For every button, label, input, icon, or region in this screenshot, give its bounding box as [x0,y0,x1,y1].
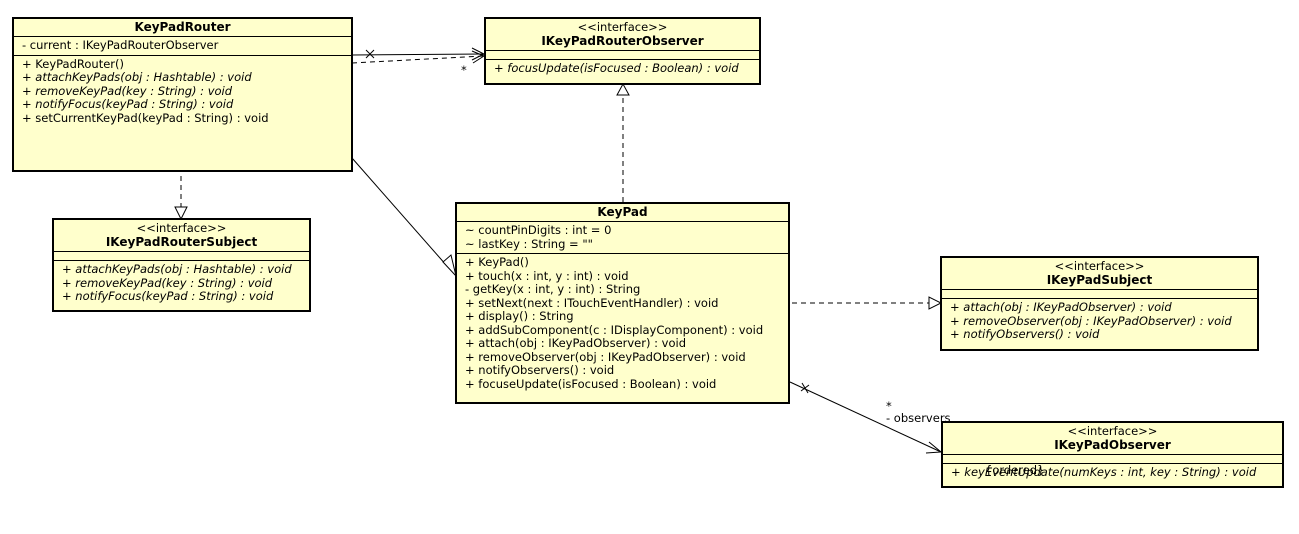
operation-row: + display() : String [465,309,574,323]
class-name: IKeyPadRouterSubject [105,235,258,249]
class-keypadrouter[interactable]: KeyPadRouter - current : IKeyPadRouterOb… [12,17,353,172]
operation-row: + KeyPadRouter() [22,56,124,71]
stereotype-label: <<interface>> [1067,424,1158,438]
assoc-keypad-observer-line [789,381,942,453]
operation-row: + attach(obj : IKeyPadObserver) : void [950,300,1172,314]
realization-keypad-routerobserver-triangle [616,82,630,96]
generalization-keypad-router-line [351,157,448,267]
class-name: IKeyPadRouterObserver [541,34,704,48]
stereotype-label: <<interface>> [577,20,668,34]
assoc-keypad-observer-x-mark-2 [800,384,810,392]
class-name: IKeyPadSubject [1046,273,1153,287]
operation-row: + removeObserver(obj : IKeyPadObserver) … [950,313,1232,328]
class-keypad-operations: + KeyPad()+ touch(x : int, y : int) : vo… [457,254,788,393]
operation-row: + attach(obj : IKeyPadObserver) : void [465,336,686,350]
observers-constraint-label: {ordered} [985,463,1045,477]
generalization-keypad-router-triangle [442,254,457,278]
interface-ikeypadroutersubject-operations: + attachKeyPads(obj : Hashtable) : void+… [54,261,309,306]
operation-row: + setNext(next : ITouchEventHandler) : v… [465,295,719,310]
class-keypadrouter-operations: + KeyPadRouter()+ attachKeyPads(obj : Ha… [14,56,351,128]
interface-ikeypadroutersubject-attributes [54,252,309,261]
realization-keypad-subject-triangle [928,296,943,310]
operation-row: + notifyFocus(keyPad : String) : void [22,97,234,111]
dependency-router-observer-line [351,55,485,64]
operation-row: + focusUpdate(isFocused : Boolean) : voi… [494,61,739,75]
interface-ikeypadobserver-operations: + keyEventUpdate(numKeys : int, key : St… [943,464,1282,482]
operation-row: + removeKeyPad(key : String) : void [62,275,273,290]
attribute-row: - current : IKeyPadRouterObserver [22,38,219,52]
interface-ikeypadroutersubject-header: <<interface>> IKeyPadRouterSubject [54,220,309,252]
interface-ikeypadsubject[interactable]: <<interface>> IKeyPadSubject + attach(ob… [940,256,1259,351]
assoc-router-observer-x-mark-2 [365,49,375,59]
operation-row: + setCurrentKeyPad(keyPad : String) : vo… [22,110,269,125]
class-name: KeyPad [597,205,648,219]
interface-ikeypadobserver-attributes [943,455,1282,464]
operation-row: + KeyPad() [465,255,529,269]
class-keypad[interactable]: KeyPad ~ countPinDigits : int = 0~ lastK… [455,202,790,404]
operation-row: + removeKeyPad(key : String) : void [22,83,233,98]
interface-ikeypadroutersubject[interactable]: <<interface>> IKeyPadRouterSubject + att… [52,218,311,312]
interface-ikeypadrouterobserver-operations: + focusUpdate(isFocused : Boolean) : voi… [486,60,759,78]
operation-row: + notifyObservers() : void [465,363,615,377]
interface-ikeypadrouterobserver-header: <<interface>> IKeyPadRouterObserver [486,19,759,51]
stereotype-label: <<interface>> [1054,259,1145,273]
interface-ikeypadobserver[interactable]: <<interface>> IKeyPadObserver + keyEvent… [941,421,1284,488]
observers-multiplicity: * [886,399,892,413]
operation-row: + touch(x : int, y : int) : void [465,268,629,283]
assoc-router-observer-line [351,53,485,56]
interface-ikeypadrouterobserver[interactable]: <<interface>> IKeyPadRouterObserver + fo… [484,17,761,85]
operation-row: + keyEventUpdate(numKeys : int, key : St… [951,465,1257,479]
operation-row: + addSubComponent(c : IDisplayComponent)… [465,322,764,337]
operation-row: + notifyFocus(keyPad : String) : void [62,289,274,303]
class-name: KeyPadRouter [134,20,231,34]
class-name: IKeyPadObserver [1054,438,1171,452]
interface-ikeypadsubject-attributes [942,290,1257,299]
interface-ikeypadobserver-header: <<interface>> IKeyPadObserver [943,423,1282,455]
realization-router-subject-triangle [174,206,188,221]
attribute-row: ~ countPinDigits : int = 0 [465,223,612,237]
class-keypadrouter-attributes: - current : IKeyPadRouterObserver [14,37,351,56]
class-keypadrouter-header: KeyPadRouter [14,19,351,37]
observers-role-label: - observers [886,411,951,425]
operation-row: + focuseUpdate(isFocused : Boolean) : vo… [465,376,717,391]
class-keypad-attributes: ~ countPinDigits : int = 0~ lastKey : St… [457,222,788,254]
stereotype-label: <<interface>> [136,221,227,235]
operation-row: - getKey(x : int, y : int) : String [465,282,641,296]
interface-ikeypadrouterobserver-attributes [486,51,759,60]
attribute-row: ~ lastKey : String = "" [465,236,593,251]
operation-row: + removeObserver(obj : IKeyPadObserver) … [465,349,746,364]
operation-row: + attachKeyPads(obj : Hashtable) : void [22,70,252,84]
operation-row: + notifyObservers() : void [950,327,1100,341]
class-keypad-header: KeyPad [457,204,788,222]
operation-row: + attachKeyPads(obj : Hashtable) : void [62,262,292,276]
router-assoc-multiplicity: * [461,63,467,77]
interface-ikeypadsubject-operations: + attach(obj : IKeyPadObserver) : void+ … [942,299,1257,344]
interface-ikeypadsubject-header: <<interface>> IKeyPadSubject [942,258,1257,290]
